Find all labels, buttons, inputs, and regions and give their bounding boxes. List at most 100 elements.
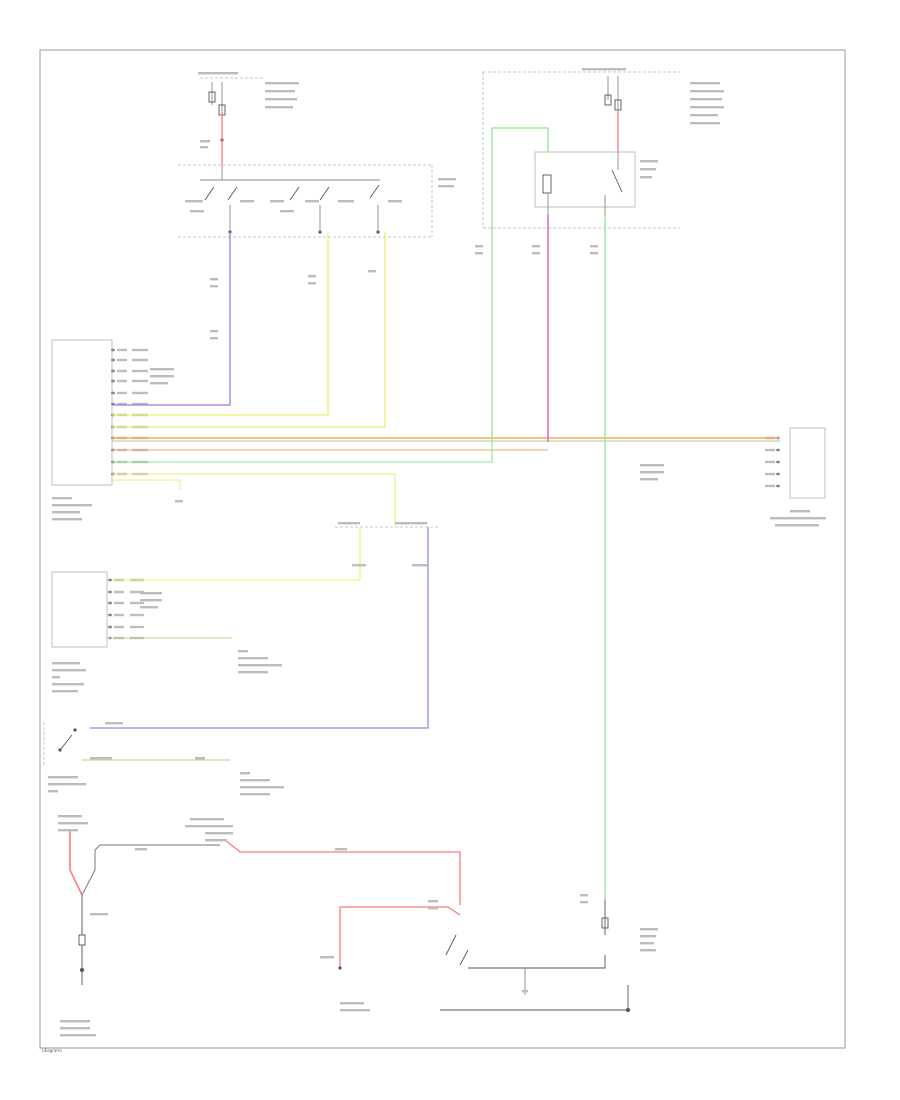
diagram-text-mark [150,368,174,371]
diagram-text-mark [438,185,454,188]
starter-motor [338,900,630,1012]
ecm-pin [111,379,115,383]
tcm-pin [108,613,112,617]
tcm-pin-label [114,590,124,594]
diagram-text-mark [52,518,82,521]
diagram-text-mark [412,564,428,567]
diagram-text-mark [238,671,268,674]
ecm-wire-label [132,402,148,406]
diagram-text-mark [395,522,427,525]
right-module-pin [776,484,780,488]
diagram-text-mark [690,98,722,101]
diagram-text-mark [590,252,598,255]
diagram-text-mark [48,776,78,779]
wire-green-top [491,127,549,440]
diagram-text-mark [210,278,218,281]
diagram-text-mark [58,829,78,832]
right-module-pin-label [765,448,775,452]
diagram-text-mark [60,1020,90,1023]
diagram-text-mark [640,471,664,474]
diagram-text-mark [52,676,60,679]
engine-control-module [51,339,113,486]
ecm-wire-label [132,379,148,383]
diagram-text-mark [240,793,270,796]
fuse-box-left [200,77,265,150]
diagram-text-mark [475,245,483,248]
diagram-text-mark [210,337,218,340]
right-module-pin-label [765,472,775,476]
diagram-text-mark [640,949,656,952]
right-module-pin [776,460,780,464]
diagram-text-mark [58,822,88,825]
ecm-pin-label [117,391,127,395]
diagram-text-mark [388,200,402,203]
diagram-text-mark [690,106,724,109]
diagram-text-mark [580,894,588,897]
diagram-text-mark [200,146,208,149]
diagram-text-mark [428,900,438,903]
diagram-text-mark [790,510,810,513]
starter-relay [534,151,636,215]
diagram-text-mark [185,200,203,203]
wire-red-starter [224,839,461,905]
diagram-text-mark [690,90,724,93]
diagram-text-mark [238,650,248,653]
diagram-text-mark [265,106,293,109]
diagram-text-mark [200,140,210,143]
diagram-text-mark [522,990,528,993]
diagram-text-mark [640,160,658,163]
diagram-text-mark [265,98,297,101]
diagram-text-mark [305,200,319,203]
tcm-pin [108,601,112,605]
ecm-wire-label [132,348,148,352]
wire-blue [90,527,429,729]
fuse-box-right [482,71,680,229]
diagram-text-mark [52,497,72,500]
transmission-range-switch [43,722,77,765]
diagram-text-mark [238,664,282,667]
diagram-text-mark [195,757,205,760]
diagram-text-mark [280,210,294,213]
diagram-text-mark [52,662,80,665]
diagram-text-mark [352,564,366,567]
diagram-text-mark [140,599,162,602]
diagram-text-mark [135,848,147,851]
diagram-text-mark [210,285,218,288]
tcm-pin [108,578,112,582]
diagram-text-mark [475,252,483,255]
diagram-text-mark [775,524,819,527]
diagram-text-mark [580,901,588,904]
diagram-text-mark [340,1009,370,1012]
diagram-text-mark [185,825,233,828]
ecm-wire-label [132,358,148,362]
ecm-pin [111,369,115,373]
ecm-wire-label [132,369,148,373]
decorative-text-marks [48,68,826,1037]
diagram-text-mark [240,779,270,782]
wire-yellow-3 [112,473,396,525]
diagram-text-mark [60,1034,96,1037]
battery [69,830,96,985]
diagram-text-mark [640,478,658,481]
ecm-pin-label [117,402,127,406]
diagram-text-mark [438,178,456,181]
diagram-text-mark [308,275,316,278]
diagram-text-mark [340,1002,364,1005]
tcm-pin-label [114,613,124,617]
diagram-text-mark [238,657,268,660]
diagram-text-mark [428,907,438,910]
diagram-text-mark [198,72,238,75]
diagram-text-mark [52,669,86,672]
tcm-wire-label [130,601,144,605]
diagram-text-mark [190,210,204,213]
ecm-pin [111,348,115,352]
diagram-text-mark [210,330,218,333]
diagram-text-mark [640,168,656,171]
right-module-pin-label [765,484,775,488]
wire-yellow-2 [112,232,386,428]
diagram-text-mark [640,176,652,179]
ecm-pins [111,348,148,476]
right-module-pins [765,436,780,488]
diagram-text-mark [240,772,250,775]
wire-green-ecm [112,438,493,463]
